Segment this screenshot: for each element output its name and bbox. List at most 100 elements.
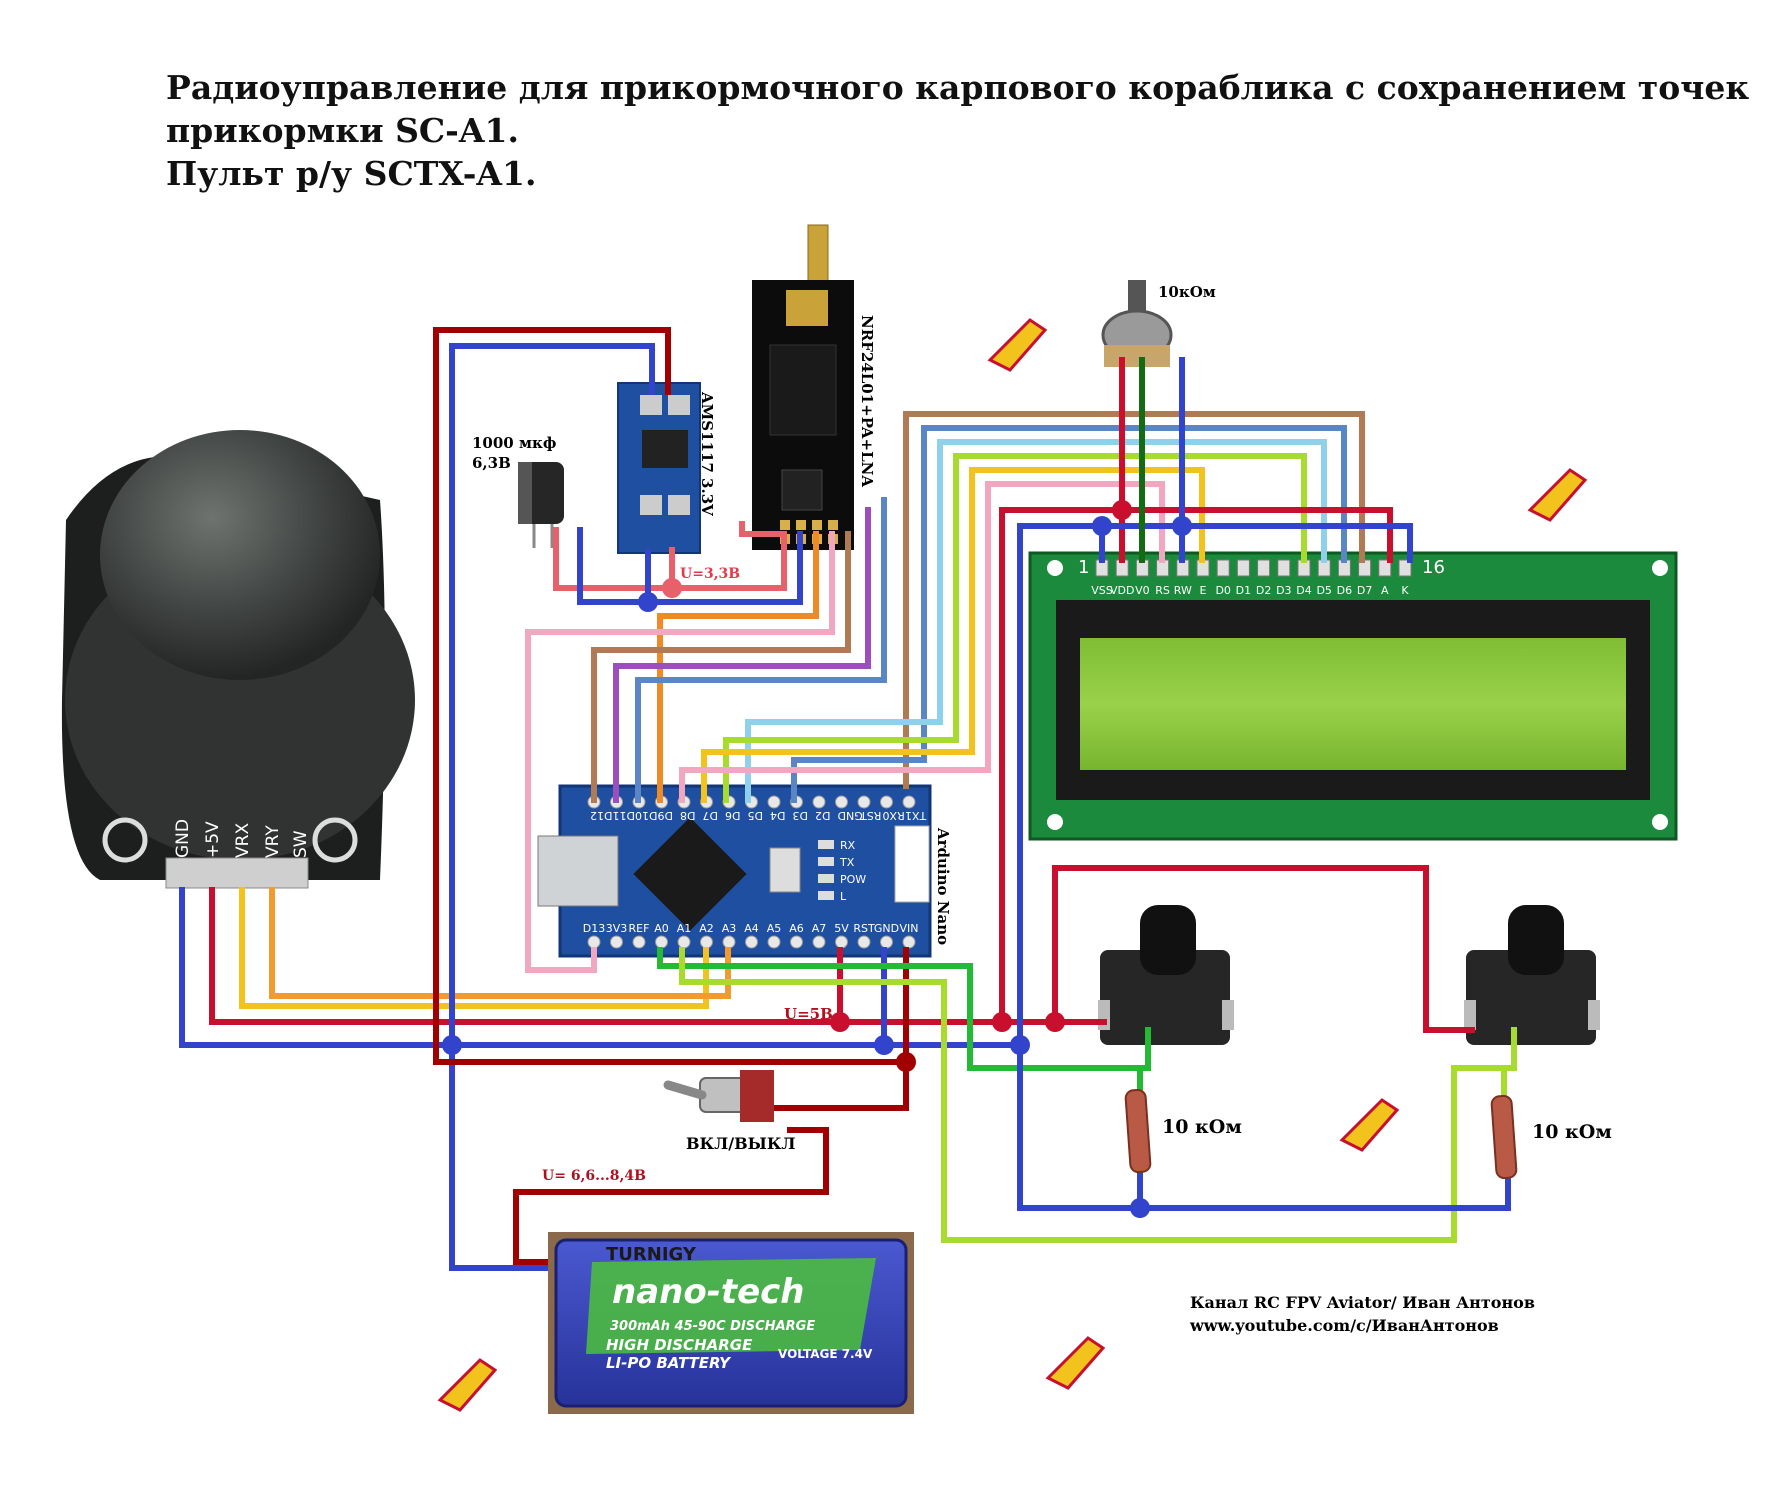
lcd-header-pin — [1277, 559, 1291, 577]
lcd-pin-label: D0 — [1215, 584, 1230, 597]
nrf24-header-pin — [796, 520, 806, 530]
nano-top-pin-label: D2 — [815, 809, 830, 822]
nrf24-sma-base — [786, 290, 828, 326]
label-u5: U=5В — [784, 1005, 833, 1023]
nano-led — [818, 840, 834, 849]
wire-button-1-signal — [657, 947, 1151, 1071]
joystick-header — [165, 857, 309, 889]
wire-lcd-rs — [679, 481, 1165, 803]
power-switch: ВКЛ/ВЫКЛ — [663, 1070, 796, 1153]
wire-joystick-5v — [209, 887, 1058, 1025]
nano-bottom-pin — [655, 935, 668, 949]
lcd-pin-label: D2 — [1256, 584, 1271, 597]
lcd-hole-bl — [1047, 814, 1063, 830]
nano-top-pin — [902, 795, 916, 809]
junction-dot — [1045, 1012, 1065, 1032]
wire-lcd-gnd-rail — [1017, 523, 1105, 1048]
wire-lcd-vss-k — [1099, 523, 1413, 563]
nano-bottom-pin-label: 3V3 — [606, 922, 628, 935]
lcd-pin-label: RW — [1174, 584, 1192, 597]
nrf24-chip — [781, 469, 823, 511]
lcd-pin-label: D3 — [1276, 584, 1291, 597]
wire-resistor-gnd — [1017, 1042, 1511, 1211]
button-2-body — [1466, 950, 1596, 1045]
nano-led-label: POW — [840, 873, 866, 886]
lcd-header-pin — [1257, 559, 1271, 577]
nano-bottom-pin-label: A3 — [722, 922, 737, 935]
lcd-header-pin — [1216, 559, 1230, 577]
lcd-header-pin — [1236, 559, 1250, 577]
nano-bottom-pin-label: A2 — [699, 922, 714, 935]
nano-top-pin-label: D8 — [680, 809, 695, 822]
wire-lcd-d5 — [745, 439, 1327, 803]
nano-top-pin-label: D3 — [792, 809, 807, 822]
joystick-pin-label: SW — [291, 830, 311, 858]
capacitor: 1000 мкф 6,3В — [472, 434, 564, 548]
wire-lcd-d6 — [791, 425, 1347, 803]
nano-led-label: TX — [839, 856, 855, 869]
nano-top-pin-label: GND — [838, 809, 863, 822]
wire-button-2-5v — [1052, 865, 1475, 1033]
nano-top-pin-label: D6 — [725, 809, 740, 822]
nano-board — [558, 784, 932, 958]
nano-bottom-pin — [902, 935, 916, 949]
wire-button-2-signal — [679, 947, 1517, 1243]
nano-label: Arduino Nano — [934, 827, 952, 945]
junction-dot — [1092, 516, 1112, 536]
junction-dot — [442, 1035, 462, 1055]
button-2-leg-l — [1464, 1000, 1476, 1030]
nano-bottom-pin-label: A1 — [677, 922, 692, 935]
nano-bottom-pin — [812, 935, 826, 949]
nrf24-label: NRF24L01+PA+LNA — [858, 315, 876, 487]
button-1-leg-l — [1098, 1000, 1110, 1030]
pot-label: 10кОм — [1158, 283, 1216, 301]
lcd-pin-label: D7 — [1357, 584, 1372, 597]
nano-bottom-pin-label: A6 — [789, 922, 804, 935]
nano-top-pin-label: D4 — [770, 809, 785, 822]
resistor-2: 10 кОм — [1490, 1094, 1612, 1180]
nano-bottom-pin-label: REF — [629, 922, 650, 935]
junction-dot — [1010, 1035, 1030, 1055]
joystick-hole-left — [102, 817, 148, 863]
button-2-leg-r — [1588, 1000, 1600, 1030]
battery-line-1: HIGH DISCHARGE — [606, 1336, 753, 1354]
battery-spec: 300mAh 45-90C DISCHARGE — [610, 1319, 815, 1334]
joystick-pin-label: VRY — [263, 825, 283, 858]
battery-voltage: VOLTAGE 7.4V — [778, 1347, 873, 1361]
nano-bottom-pin — [587, 935, 601, 949]
nano-reset-button — [769, 847, 801, 893]
junctions — [442, 500, 1192, 1218]
switch-lever — [663, 1080, 707, 1100]
nano-bottom-pin-label: 5V — [834, 922, 849, 935]
switch-label: ВКЛ/ВЫКЛ — [686, 1134, 796, 1153]
nrf24-header-pin — [780, 520, 790, 530]
lcd-pin-first: 1 — [1078, 557, 1089, 578]
button-1-leg-r — [1222, 1000, 1234, 1030]
nano-top-pin-label: D9 — [657, 809, 672, 822]
lcd-pin-label: D4 — [1296, 584, 1311, 597]
plane-icon — [987, 318, 1048, 372]
title-line-2: прикормки SC-A1. — [166, 111, 519, 150]
regulator-cap-3 — [640, 495, 662, 515]
battery-line-2: LI-PO BATTERY — [606, 1354, 732, 1372]
resistor-1-label: 10 кОм — [1162, 1116, 1242, 1138]
nano-led-label: RX — [840, 839, 856, 852]
plane-icon — [1527, 468, 1588, 522]
regulator-cap-2 — [668, 395, 690, 415]
capacitor-label-1: 1000 мкф — [472, 434, 556, 452]
ams1117-regulator: AMS1117 3.3V — [617, 382, 716, 554]
wire-lcd-d7 — [903, 411, 1365, 789]
wire-nrf-ce — [657, 531, 819, 803]
nano-icsp — [894, 825, 930, 903]
nano-bottom-pin — [880, 935, 893, 949]
nano-top-pin — [767, 795, 781, 809]
nano-bottom-pin-label: VIN — [900, 922, 919, 935]
potentiometer: 10кОм — [1101, 280, 1216, 367]
lcd-pin-label: D6 — [1337, 584, 1352, 597]
nano-bottom-pin — [790, 935, 803, 949]
nano-top-pin — [835, 795, 848, 809]
regulator-cap-4 — [668, 495, 690, 515]
wires — [179, 327, 1517, 1271]
